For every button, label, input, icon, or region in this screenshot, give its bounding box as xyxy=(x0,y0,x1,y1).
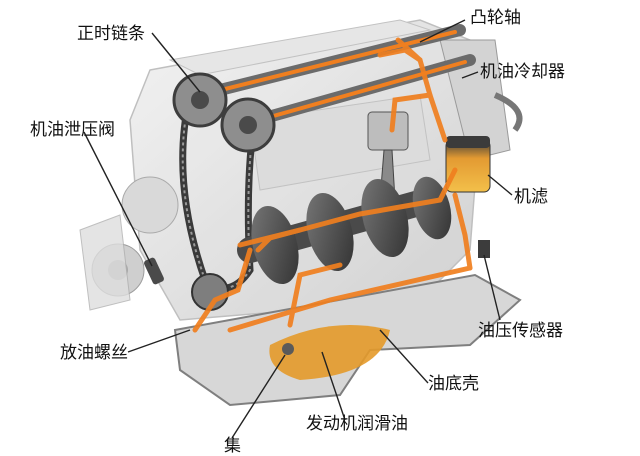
oil-flow-paths xyxy=(192,37,473,333)
label-engine-oil: 发动机润滑油 xyxy=(306,414,408,434)
cam-sprockets xyxy=(172,72,276,153)
oil-cooler-part xyxy=(439,39,523,161)
label-oil-pan: 油底壳 xyxy=(428,374,479,394)
label-strainer-partial: 集 xyxy=(224,436,241,456)
label-oil-cooler: 机油冷却器 xyxy=(480,62,565,82)
oil-pressure-sensor-part xyxy=(478,240,490,258)
label-oil-pressure-sensor: 油压传感器 xyxy=(478,321,563,341)
label-oil-filter: 机滤 xyxy=(514,187,548,207)
oil-relief-valve-part xyxy=(144,257,164,285)
oil-pan-part xyxy=(173,273,522,407)
oil-pool xyxy=(269,325,390,380)
label-oil-relief-valve: 机油泄压阀 xyxy=(30,120,115,140)
label-drain-bolt: 放油螺丝 xyxy=(60,343,128,363)
label-camshaft: 凸轮轴 xyxy=(470,8,521,28)
camshafts xyxy=(194,24,476,131)
leader-lines xyxy=(83,19,513,439)
label-timing-chain: 正时链条 xyxy=(77,24,145,44)
drain-bolt-part xyxy=(282,343,294,355)
oil-filter-part xyxy=(445,136,491,193)
